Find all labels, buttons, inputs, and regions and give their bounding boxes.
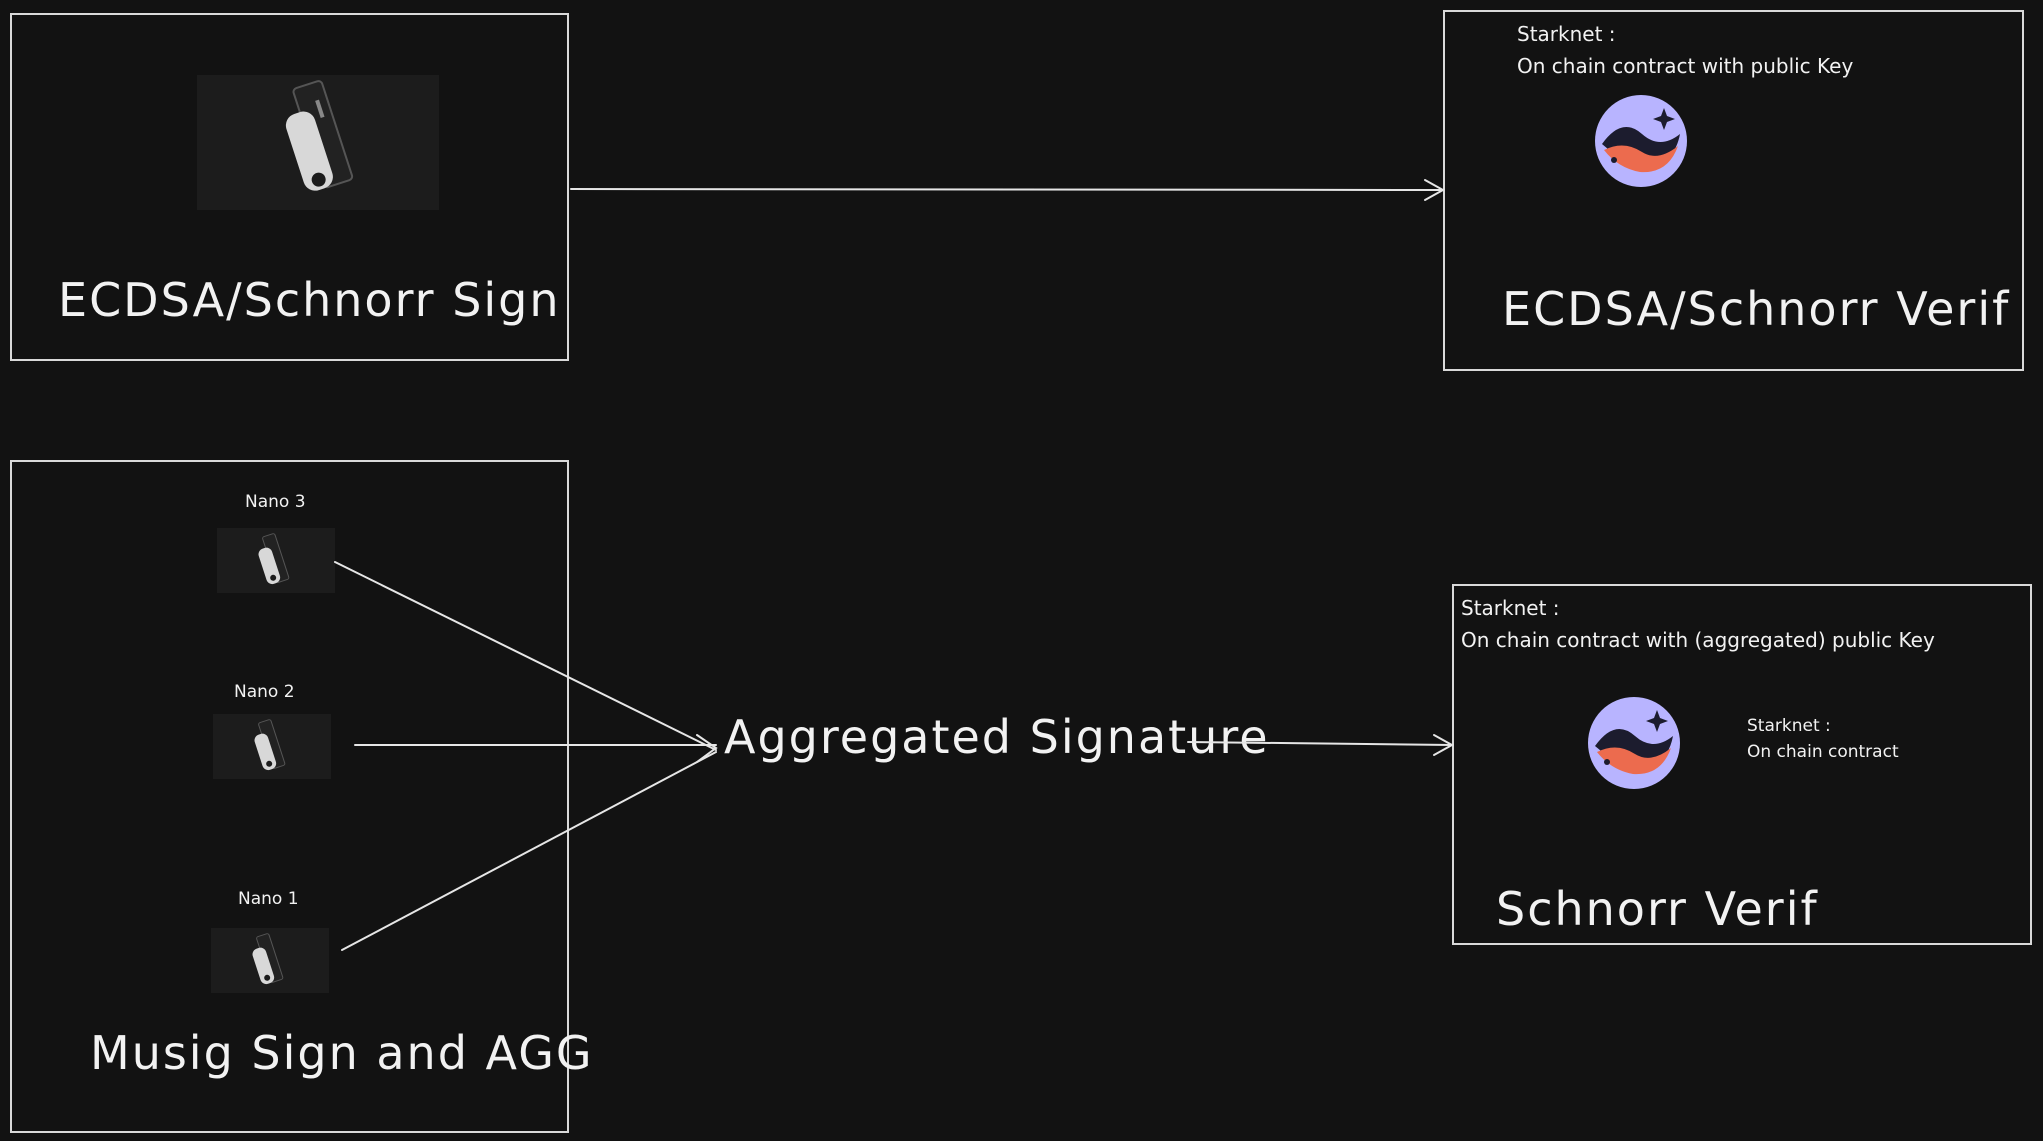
nano-1-label: Nano 1: [238, 889, 299, 909]
arrow-head: [696, 734, 718, 763]
ecdsa-verif-box: Starknet : On chain contract with public…: [1443, 10, 2024, 371]
box-title: ECDSA/Schnorr Verif: [1502, 282, 2011, 336]
arrow-nano3: [334, 561, 717, 751]
contract-label: On chain contract with (aggregated) publ…: [1461, 628, 1935, 652]
nano-2-label: Nano 2: [234, 682, 295, 702]
musig-box: Nano 3 Nano 2 Nano 1 Mu: [10, 460, 591, 1133]
hardware-wallet-icon: [213, 714, 331, 779]
box-title: Musig Sign and AGG: [90, 1026, 594, 1080]
arrow-nano1: [341, 751, 717, 951]
inner-starknet-label: Starknet :: [1747, 716, 1831, 736]
hardware-wallet-icon: [197, 75, 439, 210]
aggregated-signature-label: Aggregated Signature: [724, 710, 1270, 764]
nano-3-label: Nano 3: [245, 492, 306, 512]
starknet-logo-icon: [1594, 94, 1688, 192]
hardware-wallet-icon: [211, 928, 329, 993]
arrow-head: [1424, 179, 1446, 201]
box-title: Schnorr Verif: [1496, 882, 1819, 936]
arrow-agg-to-verif: [1187, 741, 1453, 746]
box-title: ECDSA/Schnorr Sign: [58, 273, 561, 327]
inner-contract-label: On chain contract: [1747, 742, 1899, 762]
starknet-label: Starknet :: [1517, 22, 1616, 46]
contract-label: On chain contract with public Key: [1517, 54, 1854, 78]
hardware-wallet-icon: [217, 528, 335, 593]
starknet-label: Starknet :: [1461, 596, 1560, 620]
arrow-sign-to-verif: [570, 188, 1444, 191]
starknet-logo-icon: [1587, 696, 1681, 794]
schnorr-verif-box: Starknet : On chain contract with (aggre…: [1452, 584, 2032, 945]
arrow-head: [1433, 734, 1455, 756]
ecdsa-sign-box: ECDSA/Schnorr Sign: [10, 13, 569, 361]
